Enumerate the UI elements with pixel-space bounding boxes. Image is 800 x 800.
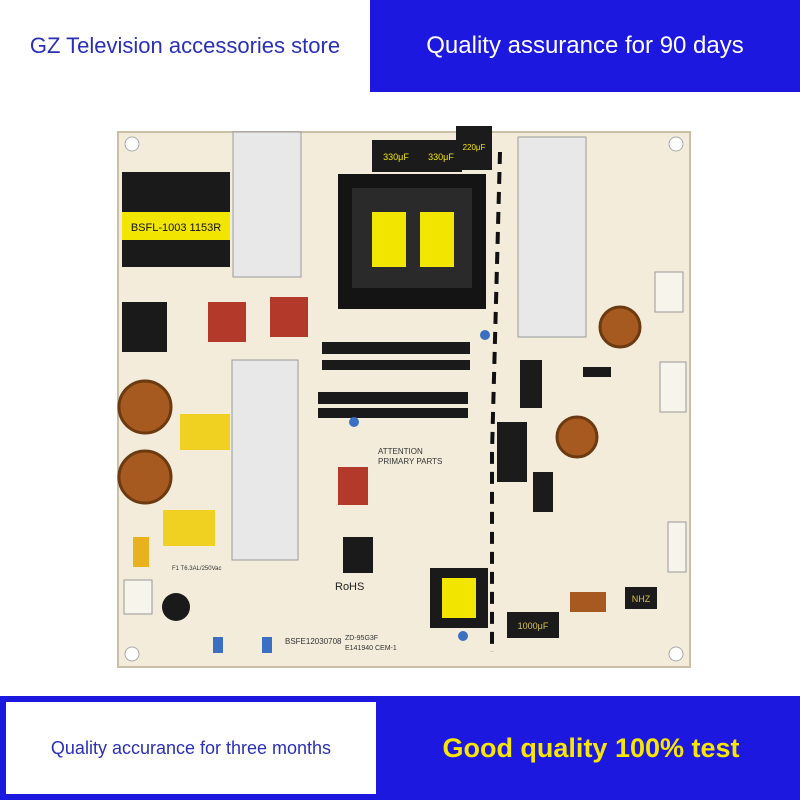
- nhz-label: NHZ: [632, 594, 651, 604]
- fuse-label: F1 T6.3AL/250Vac: [172, 566, 221, 572]
- rohs-mark: RoHS: [335, 581, 364, 593]
- nhz-capacitor: [533, 472, 553, 512]
- quality-90-banner: Quality assurance for 90 days: [370, 0, 800, 92]
- mount-hole: [668, 136, 684, 152]
- common-mode-choke: [117, 449, 173, 505]
- mount-hole: [124, 136, 140, 152]
- main-transformer-core: [420, 212, 454, 267]
- main-transformer-core: [372, 212, 406, 267]
- quality-90-text: Quality assurance for 90 days: [426, 32, 744, 59]
- diode: [583, 367, 611, 377]
- x-capacitor-red: [338, 467, 368, 505]
- mount-hole: [124, 646, 140, 662]
- part-code: ZD-95G3F: [345, 635, 378, 642]
- thermistor: [162, 593, 190, 621]
- inductor-coil: [570, 592, 606, 612]
- ceramic-capacitor: [458, 631, 468, 641]
- x-capacitor-red: [270, 297, 308, 337]
- nhz-capacitor: [520, 360, 542, 408]
- heatsink-right: [517, 136, 587, 338]
- electrolytic-capacitor: [456, 126, 492, 170]
- isolation-line: [490, 151, 502, 652]
- mosfet: [343, 537, 373, 573]
- cap-label: 220μF: [463, 143, 486, 152]
- cap-label: 330μF: [383, 152, 409, 162]
- connector: [123, 579, 153, 615]
- cap-label: 1000μF: [518, 621, 549, 631]
- attention-text: PRIMARY PARTS: [378, 457, 442, 466]
- small-transformer-core: [442, 578, 476, 618]
- good-quality-text: Good quality 100% test: [442, 732, 740, 763]
- toroid-inductor: [555, 415, 599, 459]
- quality-three-months-panel: Quality accurance for three months: [6, 702, 376, 794]
- nhz-capacitor: [625, 587, 657, 609]
- toroid-inductor: [598, 305, 642, 349]
- heatsink-left-bottom: [231, 359, 299, 561]
- x-capacitor-red: [208, 302, 246, 342]
- connector: [654, 271, 684, 313]
- electrolytic-capacitor: [372, 140, 420, 172]
- bridge-rectifier: [122, 302, 167, 352]
- ic-row: [322, 342, 470, 354]
- store-name-banner: GZ Television accessories store: [0, 0, 370, 92]
- cap-label: 330μF: [428, 152, 454, 162]
- ceramic-capacitor: [480, 330, 490, 340]
- good-quality-banner: Good quality 100% test: [382, 696, 800, 800]
- electrolytic-capacitor: [507, 612, 559, 638]
- mount-hole: [668, 646, 684, 662]
- ceramic-capacitor: [349, 417, 359, 427]
- ic-row: [322, 360, 470, 370]
- connector: [659, 361, 687, 413]
- electrolytic-capacitor: [420, 140, 462, 172]
- common-mode-choke: [117, 379, 173, 435]
- model-code: BSFE12030708: [285, 637, 342, 646]
- store-name-text: GZ Television accessories store: [29, 33, 341, 58]
- safety-capacitor-yellow: [180, 414, 230, 450]
- relay: [133, 537, 149, 567]
- ul-code: E141940 CEM-1: [345, 645, 397, 652]
- transformer-label: BSFL-1003 1153R: [131, 222, 221, 234]
- nhz-capacitor: [497, 422, 527, 482]
- quality-three-months-text: Quality accurance for three months: [50, 737, 332, 758]
- ic-row: [318, 392, 468, 404]
- transformer-tape: [122, 212, 230, 240]
- connector: [667, 521, 687, 573]
- quality-three-months-banner: Quality accurance for three months: [0, 696, 382, 800]
- ic-row: [318, 408, 468, 418]
- ceramic-capacitor: [262, 637, 272, 653]
- heatsink-left-top: [232, 131, 302, 278]
- product-photo: BSFL-1003 1153R 330μF 330μF 220μF: [0, 92, 800, 696]
- attention-text: ATTENTION: [378, 447, 423, 456]
- power-board-illustration: BSFL-1003 1153R 330μF 330μF 220μF: [117, 126, 691, 668]
- safety-capacitor-yellow: [163, 510, 215, 546]
- ceramic-capacitor: [213, 637, 223, 653]
